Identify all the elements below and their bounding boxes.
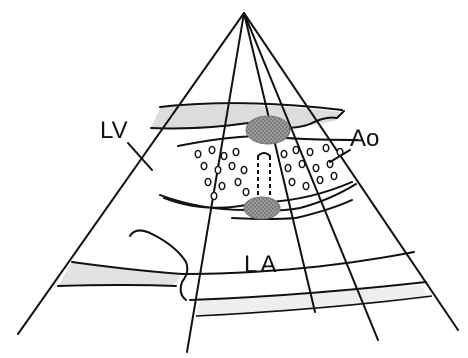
upper-blob — [246, 116, 290, 144]
left-curved-structure — [130, 230, 187, 300]
dots-right-cluster — [281, 144, 343, 189]
lower-blob — [244, 197, 280, 219]
aortic-valve-top — [258, 153, 270, 156]
lv-label: LV — [100, 117, 128, 144]
dots-left-cluster — [195, 146, 249, 199]
aortic-valve-dashed — [258, 156, 270, 196]
la-wall-shade — [58, 262, 180, 286]
la-posterior-wall-lower — [58, 285, 176, 286]
ao-label: Ao — [350, 125, 379, 152]
la-label: LA — [244, 251, 279, 278]
septum-band-shade — [151, 105, 340, 129]
